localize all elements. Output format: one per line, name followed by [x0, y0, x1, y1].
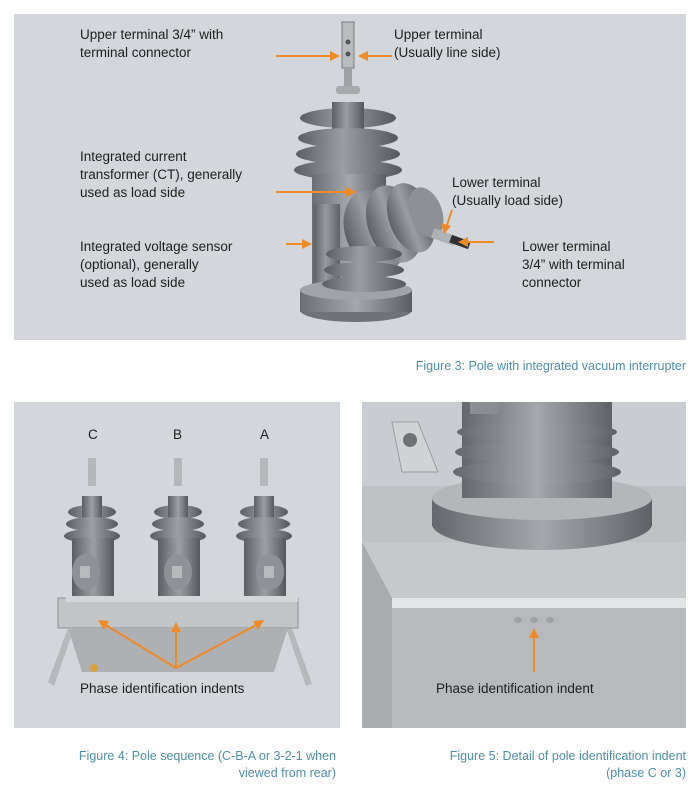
- label-lower-terminal: Lower terminal (Usually load side): [452, 175, 564, 208]
- pole-illustration: [276, 21, 494, 322]
- label-phase-identification-indents: Phase identification indents: [80, 681, 245, 696]
- label-phase-identification-indent: Phase identification indent: [436, 681, 594, 696]
- figure-3-panel: Upper terminal 3/4” with terminal connec…: [14, 14, 686, 340]
- label-integrated-voltage-sensor: Integrated voltage sensor (optional), ge…: [80, 239, 233, 290]
- phase-label-b: B: [173, 427, 183, 442]
- indent-detail-illustration: [362, 402, 686, 728]
- pole-c: [64, 458, 120, 596]
- phase-label-a: A: [260, 427, 270, 442]
- figure-4-caption: Figure 4: Pole sequence (C-B-A or 3-2-1 …: [78, 749, 336, 780]
- pole-a: [236, 458, 292, 596]
- pole-b: [150, 458, 206, 596]
- label-integrated-ct: Integrated current transformer (CT), gen…: [80, 149, 243, 200]
- label-upper-terminal: Upper terminal (Usually line side): [394, 27, 501, 60]
- figure-4-panel: C B A Phase identification indents: [14, 402, 340, 728]
- three-pole-illustration: [48, 458, 312, 686]
- phase-label-c: C: [88, 427, 98, 442]
- figure-3-caption: Figure 3: Pole with integrated vacuum in…: [415, 359, 686, 373]
- label-lower-terminal-connector: Lower terminal 3/4” with terminal connec…: [522, 239, 625, 290]
- figure-5-panel: Phase identification indent: [362, 402, 686, 728]
- label-upper-terminal-connector: Upper terminal 3/4” with terminal connec…: [80, 27, 224, 60]
- figure-5-caption: Figure 5: Detail of pole identification …: [449, 749, 686, 780]
